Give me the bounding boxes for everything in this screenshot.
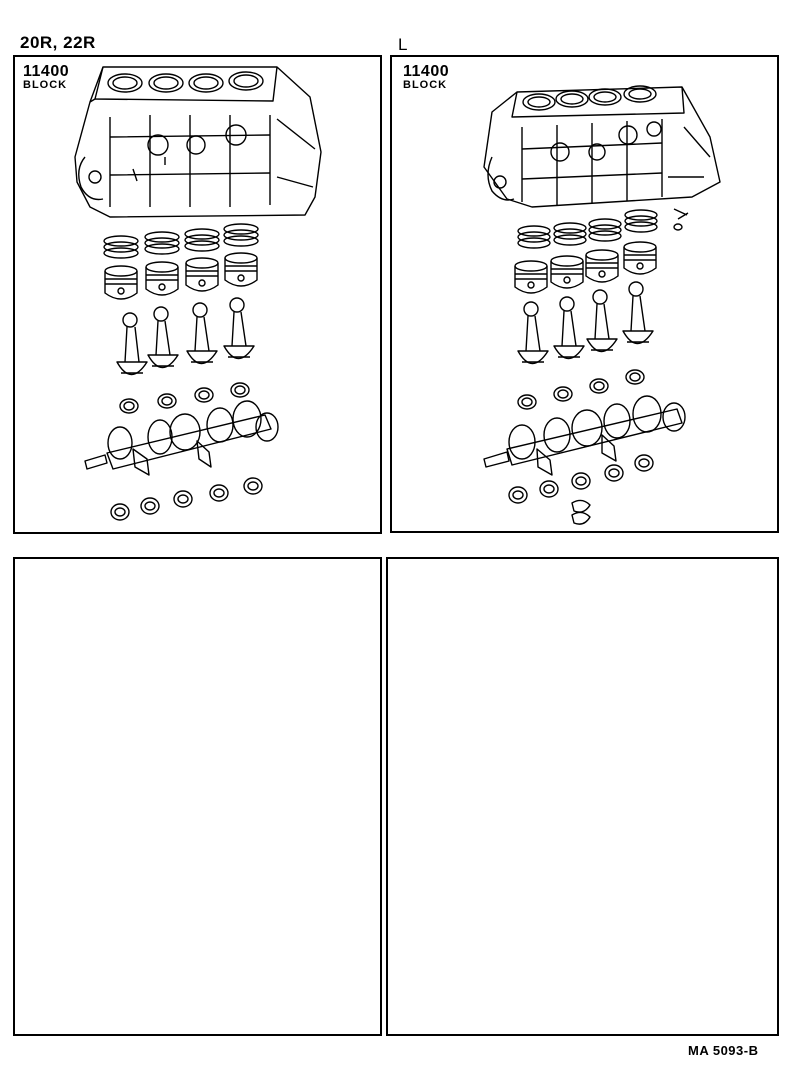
piston-ring-set-icon [104,224,258,258]
engine-block-illustration [484,86,720,207]
part-name: BLOCK [23,79,68,91]
part-number: 11400 [23,63,70,80]
connecting-rod-icon [117,298,254,375]
part-name: BLOCK [403,79,448,91]
panel-empty-bottom-left[interactable] [13,557,382,1036]
short-block-illustration-left [15,57,380,532]
crankshaft-icon [484,396,685,475]
engine-codes-label: 20R, 22R [20,33,96,52]
bearing-shell-icon [518,370,644,409]
panel-empty-bottom-right[interactable] [386,557,779,1036]
panel-short-block-right[interactable]: 11400 BLOCK [390,55,779,533]
main-bearing-set [111,478,262,520]
piston-icon [515,242,656,293]
engine-block-illustration [75,67,321,217]
part-number: 11400 [403,63,450,80]
crankshaft-icon [85,401,278,475]
bearing-shell-icon [120,383,249,413]
short-block-illustration-right [392,57,777,531]
piston-ring-set-icon [518,209,688,248]
panel-short-block-left[interactable]: 11400 BLOCK [13,55,382,534]
connecting-rod-icon [518,282,653,364]
main-bearing-set [509,455,653,524]
drawing-code: MA 5093-B [688,1043,759,1058]
piston-icon [105,253,257,299]
variant-label: L [398,35,408,54]
